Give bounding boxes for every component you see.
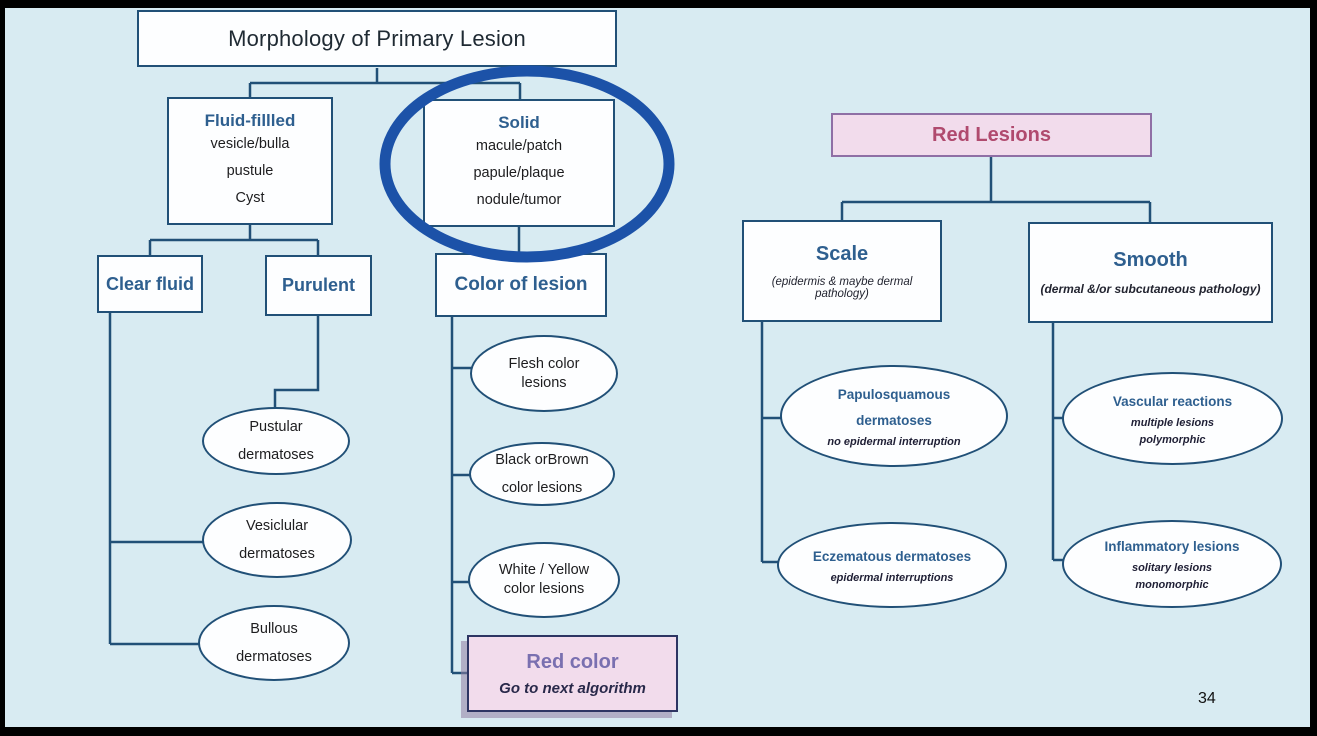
papulosquamous-line1: Papulosquamous	[837, 386, 951, 402]
vesicular-line2: dermatoses	[239, 546, 315, 562]
inflammatory-line1: Inflammatory lesions	[1104, 539, 1240, 554]
white-yellow-line1: White / Yellow	[498, 562, 590, 578]
bullous-dermatoses-ellipse: Bullous dermatoses	[198, 605, 350, 681]
inflammatory-sub2: monomorphic	[1135, 579, 1209, 591]
vascular-sub1: multiple lesions	[1130, 416, 1215, 429]
scale-subtext: (epidermis & maybe dermal pathology)	[771, 275, 913, 300]
eczematous-line1: Eczematous dermatoses	[812, 548, 972, 564]
flesh-line1: Flesh color	[508, 355, 580, 372]
clear-fluid-heading: Clear fluid	[105, 273, 194, 294]
solid-line-nodule-tumor: nodule/tumor	[476, 191, 562, 208]
diagram-title: Morphology of Primary Lesion	[228, 25, 526, 51]
eczematous-ellipse: Eczematous dermatoses epidermal interrup…	[777, 522, 1007, 608]
papulosquamous-line2: dermatoses	[856, 412, 932, 428]
inflammatory-lesions-ellipse: Inflammatory lesions solitary lesions mo…	[1062, 520, 1282, 608]
bullous-line2: dermatoses	[236, 649, 312, 665]
vascular-reactions-ellipse: Vascular reactions multiple lesions poly…	[1062, 372, 1283, 465]
pustular-line1: Pustular	[249, 419, 303, 435]
white-yellow-line2: color lesions	[503, 581, 585, 597]
scale-box: Scale (epidermis & maybe dermal patholog…	[742, 220, 942, 322]
fluid-line-pustule: pustule	[226, 162, 274, 179]
eczematous-subtext: epidermal interruptions	[830, 571, 954, 584]
smooth-heading: Smooth	[1113, 249, 1188, 271]
purulent-heading: Purulent	[281, 275, 355, 295]
color-of-lesion-heading: Color of lesion	[454, 274, 588, 295]
fluid-line-vesicle-bulla: vesicle/bulla	[210, 135, 290, 152]
smooth-subtext: (dermal &/or subcutaneous pathology)	[1040, 282, 1261, 296]
papulosquamous-subtext: no epidermal interruption	[827, 435, 961, 448]
fluid-filled-heading: Fluid-fillled	[204, 110, 296, 130]
vascular-sub2: polymorphic	[1139, 433, 1206, 446]
inflammatory-sub1: solitary lesions	[1131, 562, 1213, 574]
solid-line-papule-plaque: papule/plaque	[473, 164, 565, 181]
scale-heading: Scale	[815, 242, 869, 265]
red-lesions-heading: Red Lesions	[932, 123, 1051, 146]
vesicular-line1: Vesiclular	[245, 518, 309, 534]
vesicular-dermatoses-ellipse: Vesiclular dermatoses	[202, 502, 352, 578]
fluid-filled-box: Fluid-fillled vesicle/bulla pustule Cyst	[167, 97, 333, 225]
papulosquamous-ellipse: Papulosquamous dermatoses no epidermal i…	[780, 365, 1008, 467]
fluid-line-cyst: Cyst	[235, 189, 265, 206]
black-brown-line1: Black orBrown	[495, 452, 589, 468]
red-color-subtext: Go to next algorithm	[499, 679, 646, 697]
flesh-line2: lesions	[521, 374, 567, 391]
solid-line-macule-patch: macule/patch	[475, 137, 563, 154]
color-of-lesion-box: Color of lesion	[435, 253, 607, 317]
page-number: 34	[1198, 690, 1216, 707]
black-brown-line2: color lesions	[501, 480, 583, 496]
title-box: Morphology of Primary Lesion	[137, 10, 617, 67]
bullous-line1: Bullous	[250, 621, 298, 637]
red-lesions-box: Red Lesions	[831, 113, 1152, 157]
white-yellow-ellipse: White / Yellow color lesions	[468, 542, 620, 618]
solid-box: Solid macule/patch papule/plaque nodule/…	[423, 99, 615, 227]
vascular-line1: Vascular reactions	[1112, 393, 1233, 409]
smooth-box: Smooth (dermal &/or subcutaneous patholo…	[1028, 222, 1273, 323]
pustular-dermatoses-ellipse: Pustular dermatoses	[202, 407, 350, 475]
purulent-box: Purulent	[265, 255, 372, 316]
clear-fluid-box: Clear fluid	[97, 255, 203, 313]
solid-heading: Solid	[498, 112, 540, 132]
red-color-box: Red color Go to next algorithm	[467, 635, 678, 712]
flesh-color-ellipse: Flesh color lesions	[470, 335, 618, 412]
black-brown-ellipse: Black orBrown color lesions	[469, 442, 615, 506]
pustular-line2: dermatoses	[238, 447, 314, 463]
red-color-heading: Red color	[526, 650, 619, 673]
